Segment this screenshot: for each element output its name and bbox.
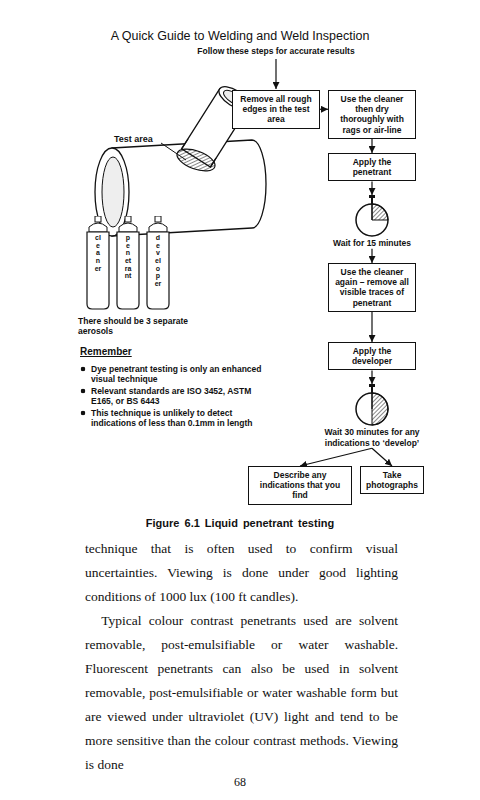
- flow-arrow: [371, 249, 372, 263]
- timer-icon: [352, 195, 392, 238]
- flow-arrow: [372, 448, 392, 466]
- flow-arrow: [371, 312, 372, 342]
- bullet-item: Relevant standards are ISO 3452, ASTM E1…: [80, 386, 275, 406]
- timer-button: [369, 195, 375, 198]
- step-text: Wait for 15 minutes: [333, 238, 411, 249]
- process-box: Remove all rough edges in the test area: [232, 90, 320, 129]
- timer-hand: [371, 393, 372, 409]
- timer-stem: [371, 387, 373, 393]
- can-cap: [89, 223, 107, 232]
- step-text: Use the cleaner then dry thoroughly with…: [333, 94, 411, 135]
- can-body: [87, 232, 109, 309]
- can-nozzle: [155, 216, 161, 222]
- running-header: A Quick Guide to Welding and Weld Inspec…: [0, 29, 480, 43]
- can-nozzle: [125, 216, 131, 222]
- can-nozzle: [95, 216, 101, 222]
- leader-line: [161, 143, 186, 160]
- process-box: Apply the penetrant: [328, 153, 416, 181]
- step-text: Take photographs: [365, 470, 419, 490]
- start-arrow: [275, 59, 276, 89]
- elapsed-wedge: [372, 204, 388, 220]
- part-label: Test area: [114, 134, 153, 144]
- timer-hand: [371, 204, 372, 220]
- flow-arrow: [371, 139, 372, 153]
- can-label: cleaner: [95, 234, 102, 272]
- main-pipe-body: [112, 140, 266, 236]
- timer-button: [369, 384, 375, 387]
- step-text: Use the cleaner again – remove all visib…: [333, 267, 411, 308]
- flow-arrow: [320, 109, 328, 110]
- can-label: penetrant: [125, 234, 132, 280]
- step-text: Describe any indications that you find: [253, 470, 347, 501]
- process-box: Describe any indications that you find: [248, 466, 352, 505]
- process-box: Take photographs: [360, 466, 424, 494]
- note-heading: Remember: [80, 346, 132, 357]
- aerosol-can: penetrant: [116, 216, 140, 310]
- weld-bead: [174, 145, 218, 176]
- can-cap: [119, 223, 137, 232]
- diagram-title: Follow these steps for accurate results: [176, 46, 376, 56]
- timer-face: [356, 204, 388, 236]
- process-box: Use the cleaner again – remove all visib…: [328, 263, 416, 312]
- pipe-bore: [102, 157, 124, 227]
- flow-arrow: [371, 181, 372, 195]
- bullet-item: This technique is unlikely to detect ind…: [80, 408, 275, 428]
- timer-icon: [352, 384, 392, 427]
- bullet-item: Dye penetrant testing is only an enhance…: [80, 364, 275, 384]
- can-cap: [149, 223, 167, 232]
- elapsed-wedge: [372, 393, 388, 425]
- process-box: Apply the developer: [328, 342, 416, 370]
- timer-step: Wait 30 minutes for any indications to ‘…: [312, 384, 432, 448]
- can-label: developer: [155, 234, 162, 288]
- aerosol-can: developer: [146, 216, 170, 310]
- process-box: Use the cleaner then dry thoroughly with…: [328, 90, 416, 139]
- timer-face: [356, 393, 388, 425]
- can-body: [147, 232, 169, 309]
- flow-arrow: [300, 448, 372, 466]
- can-body: [117, 232, 139, 309]
- note-text: There should be 3 separate aerosols: [78, 316, 190, 336]
- page-number: 68: [0, 775, 480, 790]
- body-paragraph: technique that is often used to confirm …: [85, 537, 398, 609]
- flow-arrow: [371, 370, 372, 384]
- step-text: Apply the developer: [333, 346, 411, 366]
- step-text: Wait 30 minutes for any indications to ‘…: [312, 427, 432, 448]
- timer-stem: [371, 198, 373, 204]
- aerosol-can: cleaner: [86, 216, 110, 310]
- timer-step: Wait for 15 minutes: [322, 195, 422, 249]
- branch-pipe-edge: [182, 139, 216, 167]
- figure-caption: Figure 6.1 Liquid penetrant testing: [0, 517, 480, 529]
- step-text: Remove all rough edges in the test area: [237, 94, 315, 125]
- body-paragraph: Typical colour contrast penetrants used …: [85, 609, 398, 777]
- step-text: Apply the penetrant: [333, 157, 411, 177]
